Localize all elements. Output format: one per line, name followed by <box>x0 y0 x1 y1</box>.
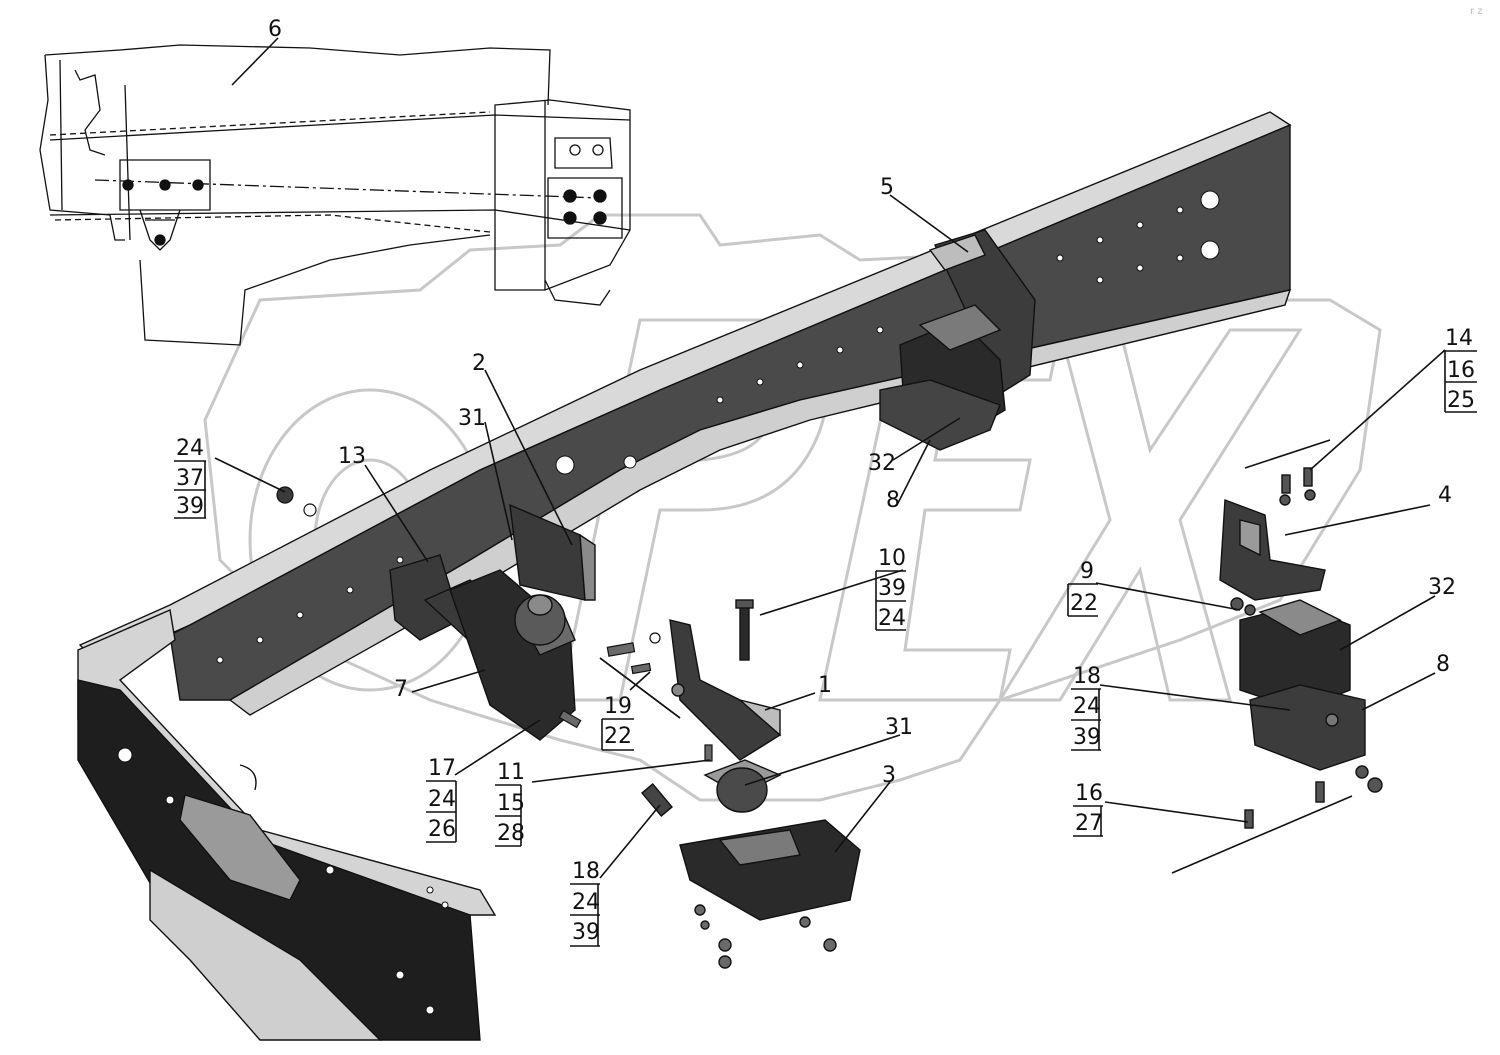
rear-mount-exploded <box>1219 467 1383 829</box>
callout-group-16-27: 16 27 <box>1073 781 1103 837</box>
callout-group-18-24-39-right: 18 24 39 <box>1071 664 1101 751</box>
callout-group-item: 27 <box>1075 811 1103 836</box>
callout-group-14-16-25: 14 16 25 <box>1443 326 1477 413</box>
leader-lines <box>214 37 1446 879</box>
front-mount-assembly <box>389 503 596 741</box>
loose-hardware <box>276 486 713 762</box>
callout-group-18-24-39-lower: 18 24 39 <box>570 859 600 947</box>
watermark-gear-outline <box>203 213 1382 802</box>
callout-group-item: 24 <box>176 436 204 461</box>
callout-7: 7 <box>394 677 408 702</box>
callout-group-item: 18 <box>572 859 600 884</box>
inset-sketch <box>39 44 631 346</box>
callout-group-item: 39 <box>176 494 204 519</box>
callout-group-item: 24 <box>572 890 600 915</box>
callout-31-lower: 31 <box>885 715 913 740</box>
callout-6: 6 <box>268 17 282 42</box>
callout-group-item: 9 <box>1080 559 1094 584</box>
corner-mark: r z <box>1470 6 1483 17</box>
isolator-and-support-3 <box>641 759 861 969</box>
callout-3: 3 <box>882 763 896 788</box>
callout-2: 2 <box>472 351 486 376</box>
callout-group-item: 39 <box>572 920 600 945</box>
callout-13: 13 <box>338 444 366 469</box>
callout-group-item: 37 <box>176 466 204 491</box>
callout-group-item: 18 <box>1073 664 1101 689</box>
callout-4: 4 <box>1438 483 1452 508</box>
callout-32-right: 32 <box>1428 575 1456 600</box>
callout-group-item: 14 <box>1445 326 1473 351</box>
callout-31-upper: 31 <box>458 406 486 431</box>
callout-group-item: 24 <box>428 787 456 812</box>
callout-group-item: 16 <box>1447 358 1475 383</box>
callout-8-right: 8 <box>1436 652 1450 677</box>
callout-group-item: 26 <box>428 817 456 842</box>
callout-group-item: 11 <box>497 760 525 785</box>
callout-group-item: 24 <box>1073 694 1101 719</box>
callout-group-10-39-24: 10 39 24 <box>875 546 906 631</box>
frame-rail <box>77 111 1292 1041</box>
callout-group-item: 39 <box>1073 725 1101 750</box>
callout-5: 5 <box>880 175 894 200</box>
callout-group-item: 22 <box>1070 591 1098 616</box>
callout-group-item: 39 <box>878 576 906 601</box>
callout-group-11-15-28: 11 15 28 <box>495 760 525 847</box>
callout-group-9-22: 9 22 <box>1067 559 1098 617</box>
callout-group-item: 19 <box>604 694 632 719</box>
callout-32-upper: 32 <box>868 451 896 476</box>
callout-group-19-22: 19 22 <box>601 694 634 751</box>
callout-labels: 6 5 2 31 13 24 37 39 32 8 14 16 25 4 <box>174 17 1477 947</box>
rear-mount-on-rail <box>879 229 1036 451</box>
callout-group-17-24-26: 17 24 26 <box>426 756 457 843</box>
callout-group-24-37-39-left: 24 37 39 <box>174 436 206 519</box>
callout-group-item: 17 <box>428 756 456 781</box>
callout-group-item: 10 <box>878 546 906 571</box>
bracket-part-1 <box>669 599 782 761</box>
callout-group-item: 25 <box>1447 388 1475 413</box>
callout-group-item: 24 <box>878 606 906 631</box>
callout-1: 1 <box>818 673 832 698</box>
callout-8-upper: 8 <box>886 488 900 513</box>
callout-group-item: 16 <box>1075 781 1103 806</box>
callout-group-item: 22 <box>604 724 632 749</box>
